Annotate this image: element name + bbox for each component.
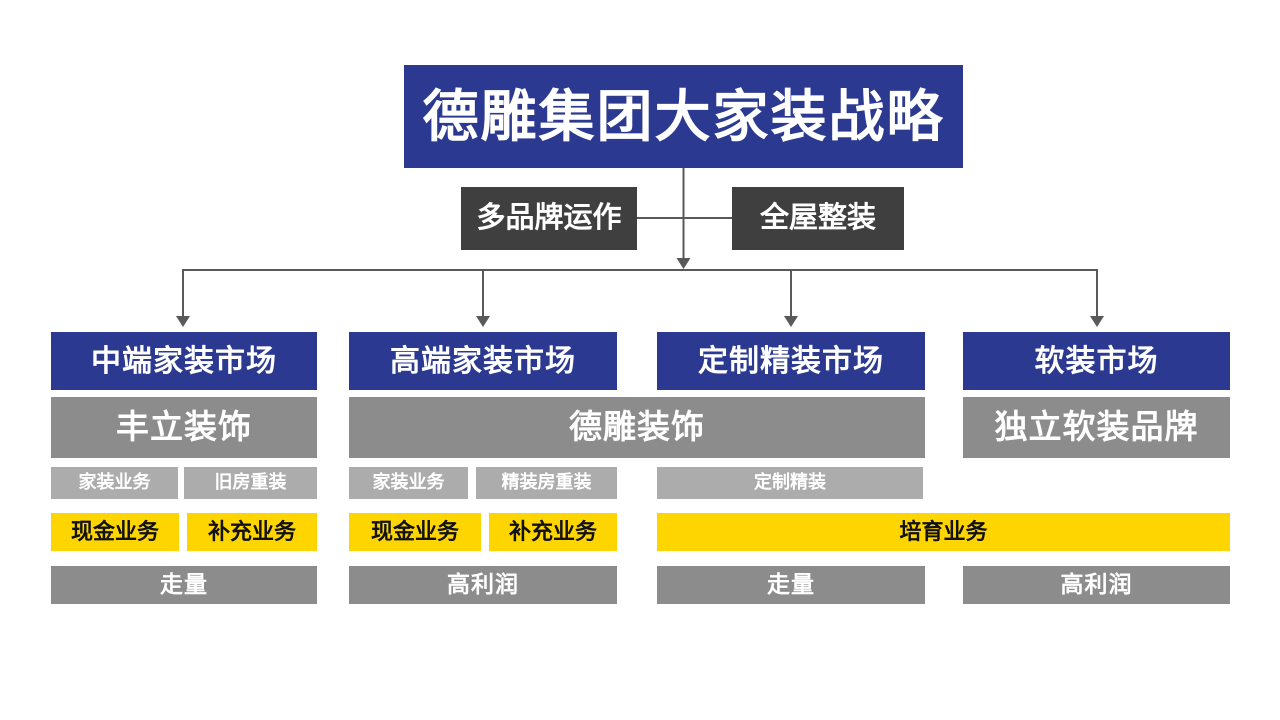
segment-col2-finished-redecorate: 精装房重装 (476, 467, 617, 499)
positioning-col4-high-profit: 高利润 (963, 566, 1230, 604)
business-col2-cash: 现金业务 (349, 513, 481, 551)
business-col1-supplement: 补充业务 (187, 513, 317, 551)
segment-col3-custom-finished: 定制精装 (657, 467, 923, 499)
tag-multi-brand-operation: 多品牌运作 (461, 187, 637, 250)
market-custom-finished: 定制精装市场 (657, 332, 925, 390)
business-col1-cash: 现金业务 (51, 513, 179, 551)
brand-independent-soft: 独立软装品牌 (963, 397, 1230, 458)
positioning-col1-volume: 走量 (51, 566, 317, 604)
business-col34-incubation: 培育业务 (657, 513, 1230, 551)
business-col2-supplement: 补充业务 (489, 513, 617, 551)
market-midrange-home: 中端家装市场 (51, 332, 317, 390)
tag-whole-house-decoration: 全屋整装 (732, 187, 904, 250)
diagram-title: 德雕集团大家装战略 (404, 65, 963, 168)
brand-dediao: 德雕装饰 (349, 397, 925, 458)
brand-fengli: 丰立装饰 (51, 397, 317, 458)
segment-col2-home: 家装业务 (349, 467, 468, 499)
segment-col1-old-house: 旧房重装 (184, 467, 317, 499)
positioning-col2-high-profit: 高利润 (349, 566, 617, 604)
positioning-col3-volume: 走量 (657, 566, 925, 604)
market-highend-home: 高端家装市场 (349, 332, 617, 390)
market-soft-decoration: 软装市场 (963, 332, 1230, 390)
segment-col1-home: 家装业务 (51, 467, 178, 499)
